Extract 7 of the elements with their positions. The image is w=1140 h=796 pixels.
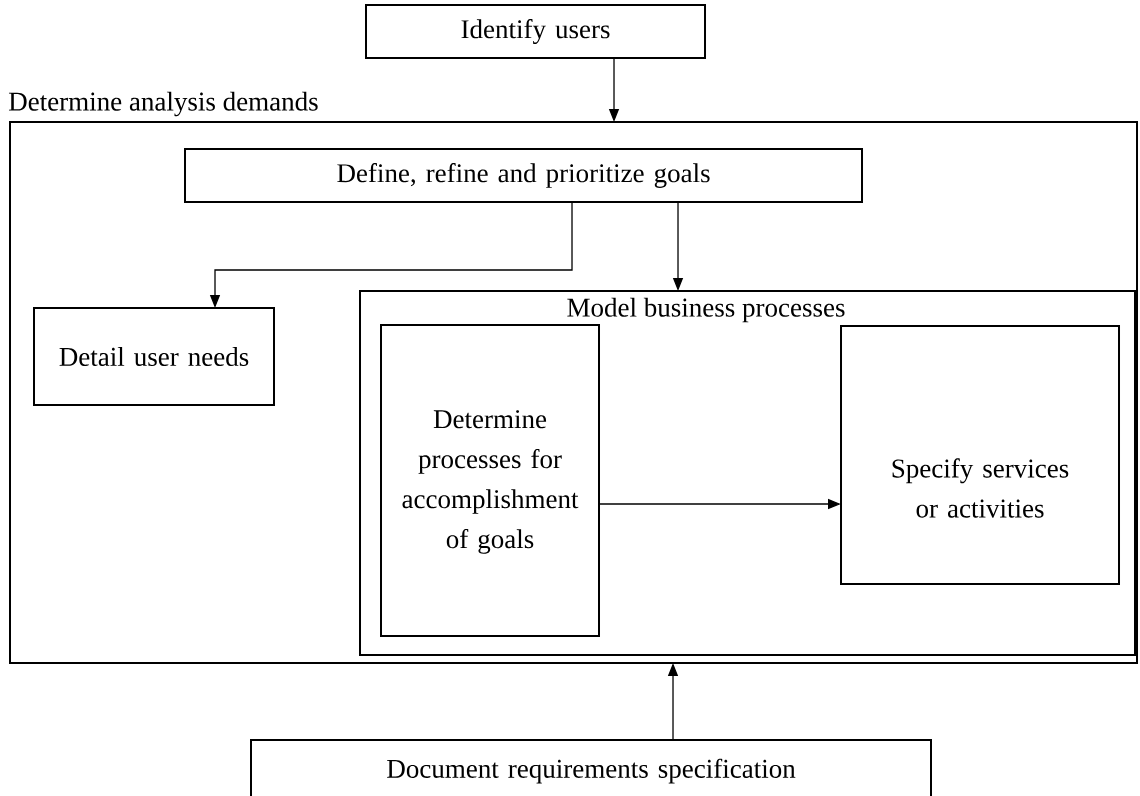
process-box: Define, refine and prioritize goals — [184, 148, 863, 203]
process-box: Specify services or activities — [840, 325, 1120, 585]
process-box: Identify users — [365, 4, 706, 59]
node-label: Determine analysis demands — [8, 91, 318, 117]
process-box: Detail user needs — [33, 307, 275, 406]
process-box: Determine processes for accomplishment of goals — [380, 324, 600, 637]
process-box: Document requirements specification — [250, 739, 932, 796]
